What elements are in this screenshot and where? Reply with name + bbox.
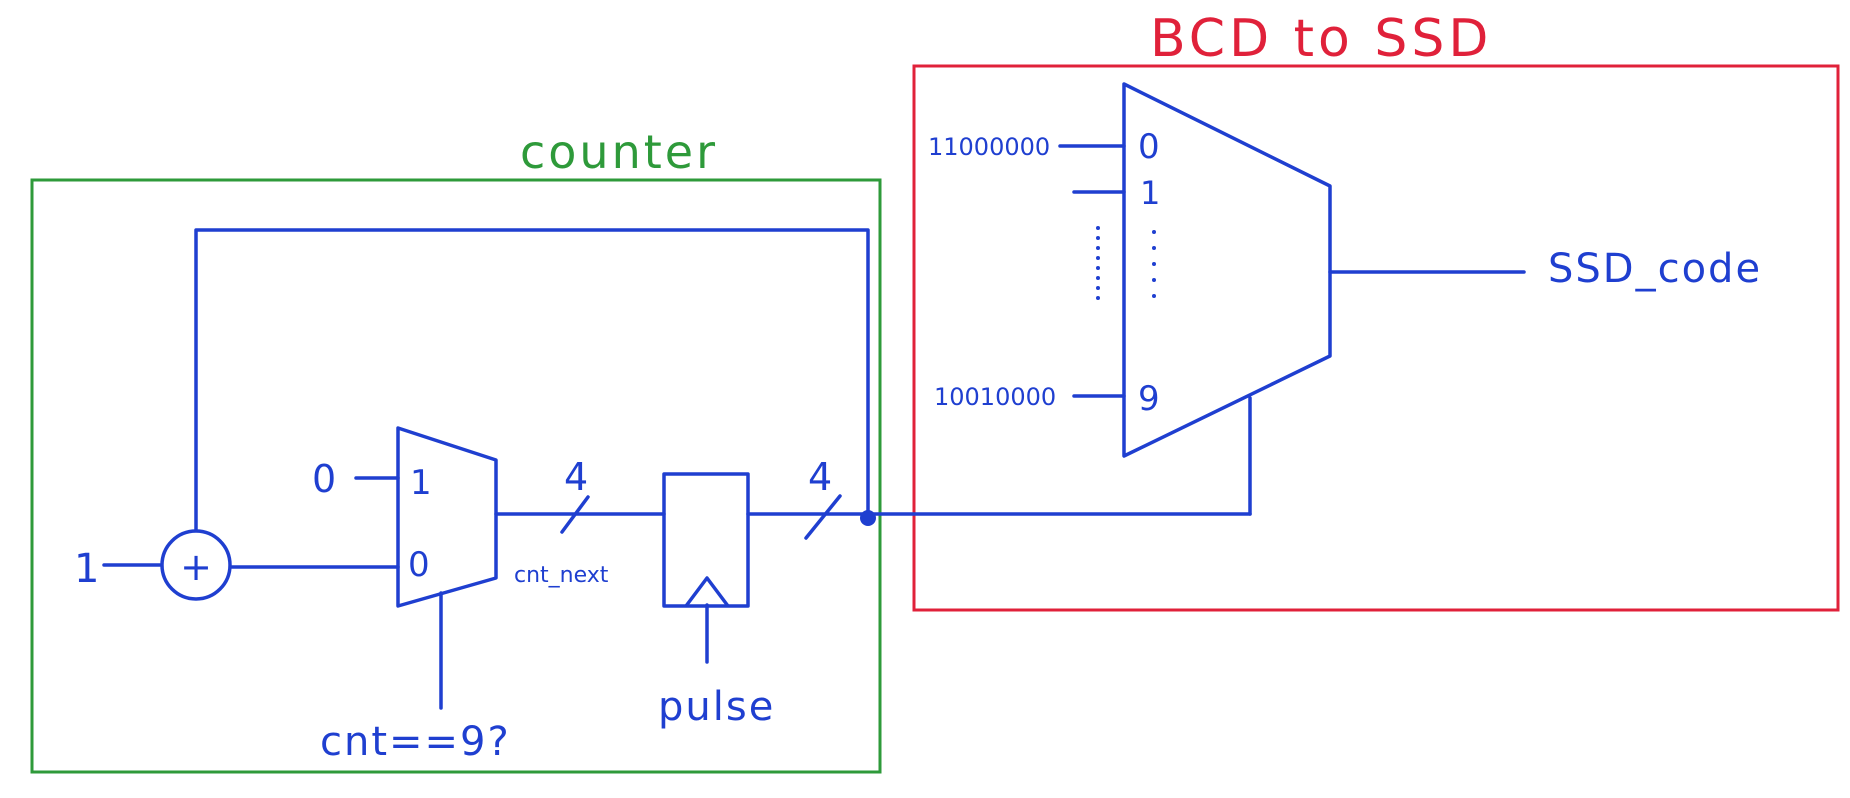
register-block [662,472,750,608]
bus-slash-next [560,495,590,534]
counter-title: counter [520,125,718,179]
adder-plus-symbol: + [180,545,212,589]
decoder-output-label: SSD_code [1548,246,1762,292]
bus-slash-out [804,494,842,540]
ellipsis-left [1096,226,1100,300]
counter-mux [396,426,498,608]
decoder-input-0-value: 11000000 [928,133,1050,161]
clock-pulse-label: pulse [658,684,775,730]
adder-circle [160,529,232,601]
ellipsis-right [1152,230,1156,298]
decoder-port-1-label: 1 [1140,174,1160,212]
junction-dot [860,510,876,526]
mux-const-zero-label: 0 [312,457,336,501]
clock-triangle-icon [684,576,730,608]
decoder-port-9-label: 9 [1138,379,1160,419]
mux-input-1-label: 1 [410,463,432,503]
mux-input-0-label: 0 [408,545,430,585]
bus-width-out-label: 4 [808,455,832,499]
bcd-to-ssd-block-border [912,64,1840,612]
bcd-to-ssd-title: BCD to SSD [1150,9,1492,69]
mux-select-label: cnt==9? [320,719,511,765]
decoder-mux [1122,82,1332,458]
bus-width-next-label: 4 [564,455,588,499]
wire-feedback-loop [194,228,870,532]
counter-block-border [30,178,882,774]
decoder-port-0-label: 0 [1138,127,1160,167]
const-one-label: 1 [74,546,99,592]
cnt-next-label: cnt_next [514,563,609,588]
decoder-input-9-value: 10010000 [934,383,1056,411]
